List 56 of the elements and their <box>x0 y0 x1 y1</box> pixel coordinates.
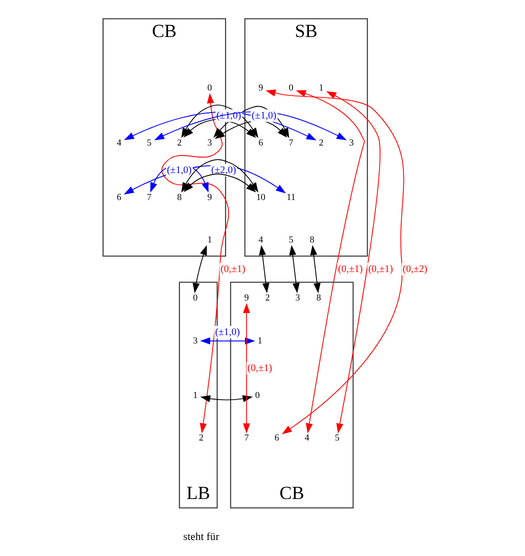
edge-label: (±1,0) <box>216 110 242 122</box>
node-text: 2 <box>265 292 270 302</box>
edge-label: (±1,0) <box>215 327 240 338</box>
node-text: 6 <box>274 432 280 443</box>
node-text: 3 <box>207 137 212 148</box>
node-text: 8 <box>316 292 322 302</box>
arrow <box>161 93 230 434</box>
arrow <box>326 91 380 434</box>
node-text: 3 <box>193 335 198 346</box>
node-text: 4 <box>116 137 122 148</box>
label: steht für <box>183 531 220 544</box>
node-text: 1 <box>193 390 198 400</box>
node-text: 9 <box>207 192 212 202</box>
node-text: 1 <box>318 82 324 93</box>
node-text: 9 <box>244 292 249 302</box>
node-text: 0 <box>288 82 294 93</box>
node-text: 1 <box>258 335 262 346</box>
node-text: 6 <box>258 137 264 148</box>
edge-label: (0,±1) <box>220 264 246 276</box>
edge-label: (0,±1) <box>247 363 272 374</box>
node-text: 3 <box>295 292 300 302</box>
arrow <box>289 245 300 294</box>
node-text: 1 <box>207 234 212 245</box>
arrow <box>266 90 404 434</box>
edge-label: (±1,0) <box>166 165 192 176</box>
arrow <box>200 395 253 402</box>
node-text: 2 <box>198 432 204 443</box>
node-text: 5 <box>146 137 152 148</box>
node-text: 3 <box>349 137 354 148</box>
arrow <box>310 245 321 294</box>
node-text: 5 <box>288 234 294 245</box>
node-text: 11 <box>286 192 296 202</box>
arrow <box>243 302 250 434</box>
arrow <box>192 245 207 294</box>
node-text: 4 <box>258 234 264 245</box>
edge-label: (±1,0) <box>252 110 276 122</box>
node-text: 0 <box>255 390 260 400</box>
node-text: 0 <box>193 292 198 302</box>
node-text: 7 <box>244 432 249 443</box>
edge-label: (0,±2) <box>402 264 428 276</box>
node-text: 7 <box>288 137 294 148</box>
node-text: 7 <box>146 192 152 202</box>
edge-label: (0,±1) <box>368 264 393 276</box>
arrow <box>258 245 270 294</box>
node-text: 10 <box>256 192 266 202</box>
node-text: 0 <box>207 82 212 93</box>
node-text: 4 <box>304 432 310 443</box>
node-text: 9 <box>258 82 264 93</box>
edge-label: (±2,0) <box>211 165 236 176</box>
node-text: 6 <box>116 192 122 202</box>
node-text: 5 <box>334 432 340 443</box>
node-text: 2 <box>177 137 182 148</box>
edge-label: (0,±1) <box>338 264 363 276</box>
node-text: 8 <box>177 192 182 202</box>
node-text: 8 <box>310 234 314 245</box>
node-text: 2 <box>318 137 324 148</box>
